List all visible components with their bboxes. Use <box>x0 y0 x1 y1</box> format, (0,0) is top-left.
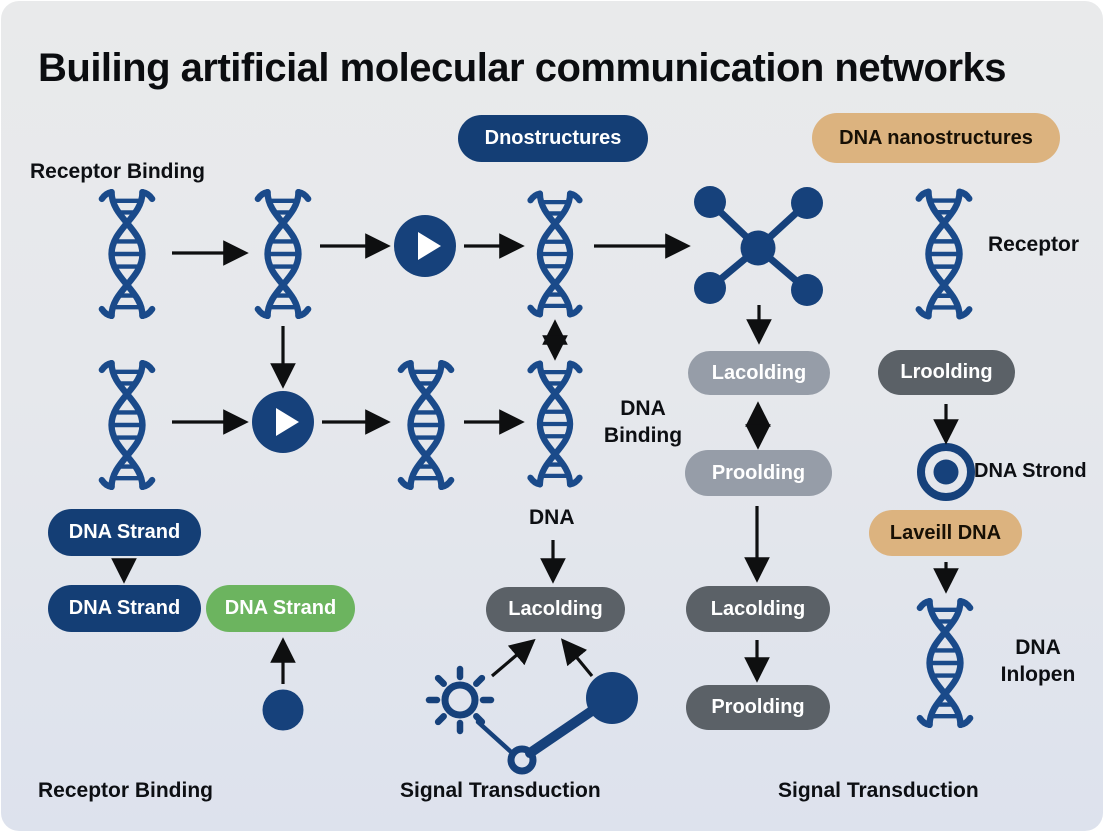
play-icon <box>394 215 456 277</box>
dna-helix-icon <box>258 192 308 316</box>
dna-helix-icon <box>920 601 970 725</box>
label-receptor: Receptor <box>988 233 1080 256</box>
pill-proolding-mid-bottom: Proolding <box>686 685 830 730</box>
pill-laveill-dna: Laveill DNA <box>869 510 1022 556</box>
label-dna: DNA <box>529 506 575 529</box>
label-dna-strond: DNA Strond <box>974 460 1087 482</box>
pill-proolding-mid-top: Proolding <box>685 450 832 496</box>
link-node-icon <box>475 672 638 775</box>
label-dna-binding: DNA Binding <box>596 395 690 449</box>
page-title: Builing artificial molecular communicati… <box>38 46 1007 90</box>
pill-dna-nanostructures: DNA nanostructures <box>812 113 1060 163</box>
sun-icon <box>425 665 495 735</box>
dot-icon <box>262 689 304 731</box>
dna-helix-icon <box>530 364 579 485</box>
pill-lacolding-center-bottom: Lacolding <box>486 587 625 632</box>
target-icon <box>917 443 975 501</box>
label-dna-inlopen-line2: Inlopen <box>1000 663 1076 686</box>
pill-lacolding-mid-bottom: Lacolding <box>686 586 830 632</box>
label-dna-binding-line1: DNA <box>620 397 666 420</box>
dna-helix-icon <box>102 363 152 487</box>
label-receptor-binding-top: Receptor Binding <box>30 160 206 183</box>
label-dna-binding-line2: Binding <box>603 424 683 447</box>
pill-lacolding-mid-top: Lacolding <box>688 351 830 395</box>
network-node-icon <box>694 186 823 306</box>
pill-dna-strand-2: DNA Strand <box>48 585 201 632</box>
dna-helix-icon <box>530 194 579 315</box>
play-icon <box>252 391 314 453</box>
label-receptor-binding-bottom: Receptor Binding <box>38 779 214 802</box>
pill-lroolding: Lroolding <box>878 350 1015 395</box>
pill-dna-strand-green: DNA Strand <box>206 585 355 632</box>
dna-helix-icon <box>401 363 451 487</box>
pill-dna-strand-1: DNA Strand <box>48 509 201 556</box>
dna-helix-icon <box>919 192 970 316</box>
label-signal-transduction-mid: Signal Transduction <box>400 779 601 802</box>
label-signal-transduction-right: Signal Transduction <box>778 779 979 802</box>
label-dna-inlopen-line1: DNA <box>1015 636 1061 659</box>
dna-helix-icon <box>102 192 152 316</box>
arrow-icon <box>111 233 959 684</box>
pill-dnostructures: Dnostructures <box>458 115 648 162</box>
label-dna-inlopen: DNA Inlopen <box>992 634 1084 688</box>
